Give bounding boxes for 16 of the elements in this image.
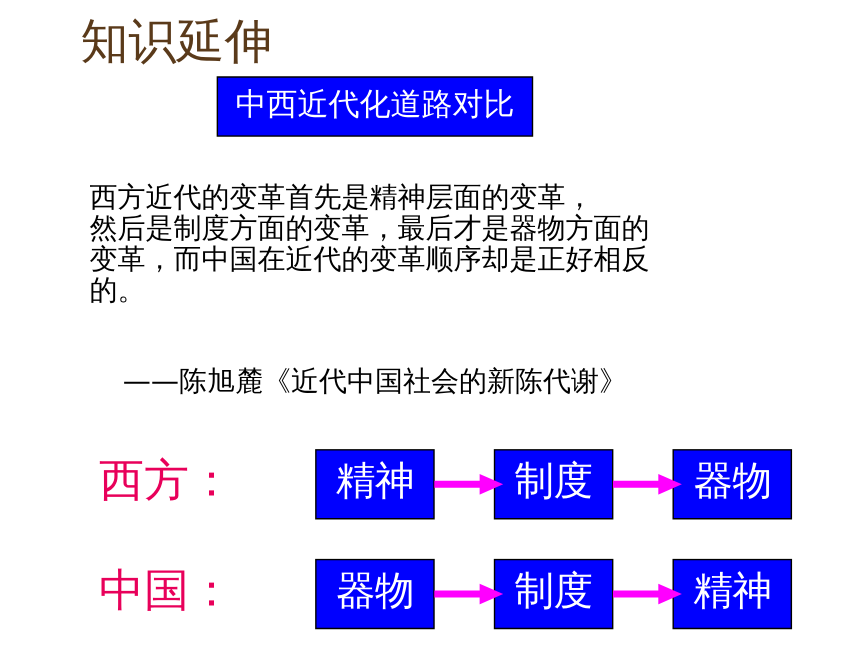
- label: ——陈旭麓《近代中国社会的新陈代谢》: [122, 364, 627, 398]
- arrow: [434, 474, 503, 495]
- arrow: [434, 584, 503, 604]
- label: 西方近代的变革首先是精神层面的变革，然后是制度方面的变革，最后才是器物方面的变革，而中国在近代的变革顺序却是正好相反的。: [88, 180, 649, 306]
- arrow: [612, 474, 682, 495]
- node-box: 器物: [314, 558, 434, 630]
- node-box: 制度: [493, 449, 613, 520]
- diagram-title: 知识延伸: [80, 14, 272, 70]
- arrow: [612, 584, 682, 604]
- node-box: 制度: [493, 558, 613, 630]
- node-box: 中西近代化道路对比: [216, 76, 533, 137]
- node-box: 器物: [672, 449, 792, 520]
- label: 西方：: [98, 454, 234, 507]
- node-box: 精神: [314, 449, 434, 520]
- node-box: 精神: [672, 558, 792, 630]
- label: 中国：: [98, 563, 234, 616]
